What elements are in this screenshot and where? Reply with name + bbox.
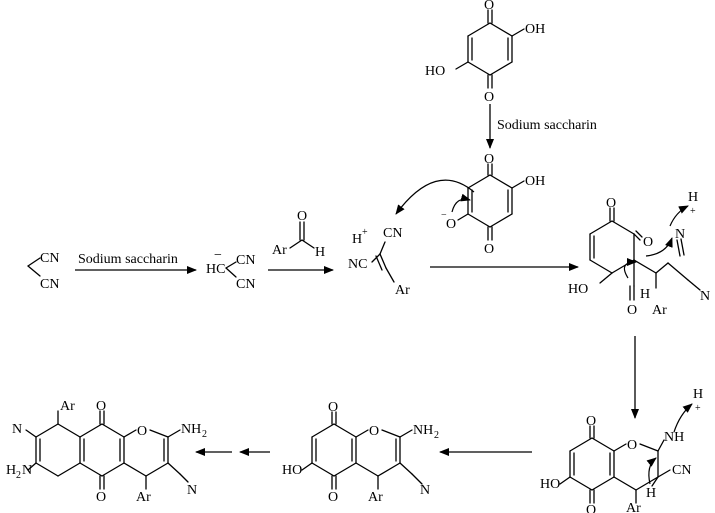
o-label: O (96, 399, 106, 414)
dihydroxybenzoquinone: O OH HO O (425, 0, 545, 105)
o-label: O (369, 424, 379, 439)
o-label: O (643, 235, 653, 250)
n-label: N (187, 483, 197, 498)
minus-sign: − (441, 210, 447, 221)
aryl-aldehyde: Ar O H (272, 209, 325, 260)
ar-label: Ar (395, 283, 410, 298)
nc-label: NC (348, 257, 367, 272)
ho-label: HO (540, 477, 560, 492)
plus-sign: + (690, 206, 696, 217)
n-label: N (675, 227, 685, 242)
o-label: O (137, 424, 147, 439)
knoevenagel-adduct: H + CN NC Ar (348, 226, 410, 298)
cn-label: CN (40, 277, 59, 292)
minus-sign: − (214, 248, 222, 263)
malononitrile-anion: HC − CN CN (206, 248, 255, 292)
cyclized-intermediate: O O NH HO O Ar H CN H + (540, 387, 703, 513)
nh-label: NH (664, 430, 684, 445)
o-label: O (606, 196, 616, 211)
o-label: O (627, 438, 637, 453)
cn-label: CN (383, 226, 402, 241)
cn-label: CN (672, 463, 691, 478)
michael-adduct: O O HO O H Ar N N H + (568, 190, 710, 318)
h-label: H (640, 287, 650, 302)
nh2-label: NH (413, 423, 433, 438)
nh2-label: NH (181, 422, 201, 437)
malononitrile: CN CN (27, 251, 59, 292)
o-minus-label: O (446, 217, 456, 232)
o-label: O (586, 503, 596, 513)
o-label: O (297, 209, 307, 224)
oh-label: OH (525, 174, 545, 189)
o-label: O (484, 90, 494, 105)
n-label: N (12, 422, 22, 437)
o-label: O (586, 414, 596, 429)
quinone-enolate: O OH O − O (395, 152, 545, 257)
catalyst-label: Sodium saccharin (78, 252, 178, 267)
oh-label: OH (525, 22, 545, 37)
catalyst-label: Sodium saccharin (497, 118, 597, 133)
h-plus-label: H (352, 232, 362, 247)
subscript-two: 2 (434, 430, 439, 441)
h2n-label: H (6, 463, 16, 478)
o-label: O (627, 303, 637, 318)
n-label: N (22, 463, 32, 478)
ho-label: HO (282, 463, 302, 478)
o-label: O (328, 490, 338, 505)
o-label: O (484, 242, 494, 257)
subscript-two: 2 (16, 470, 21, 481)
h-plus-label: H (688, 190, 698, 205)
ar-label: Ar (626, 501, 641, 513)
hc-label: HC (206, 262, 225, 277)
h-label: H (315, 245, 325, 260)
n-label: N (700, 289, 710, 304)
ar-label: Ar (136, 490, 151, 505)
bis-chromene-product: O O NH 2 O Ar N Ar N H 2 N (6, 399, 207, 505)
plus-sign: + (362, 227, 368, 238)
cn-label: CN (236, 253, 255, 268)
cn-label: CN (40, 251, 59, 266)
o-label: O (484, 152, 494, 167)
ar-label: Ar (652, 303, 667, 318)
ar-label: Ar (60, 399, 75, 414)
ho-label: HO (568, 282, 588, 297)
h-label: H (646, 486, 656, 501)
plus-sign: + (695, 403, 701, 414)
o-label: O (328, 400, 338, 415)
cn-label: CN (236, 277, 255, 292)
ho-label: HO (425, 64, 445, 79)
h-plus-label: H (693, 387, 703, 402)
n-label: N (420, 483, 430, 498)
subscript-two: 2 (202, 429, 207, 440)
aminochromene-product: O O NH 2 HO O Ar N (282, 400, 439, 505)
o-label: O (484, 0, 494, 13)
ar-label: Ar (272, 243, 287, 258)
ar-label: Ar (368, 490, 383, 505)
o-label: O (96, 490, 106, 505)
